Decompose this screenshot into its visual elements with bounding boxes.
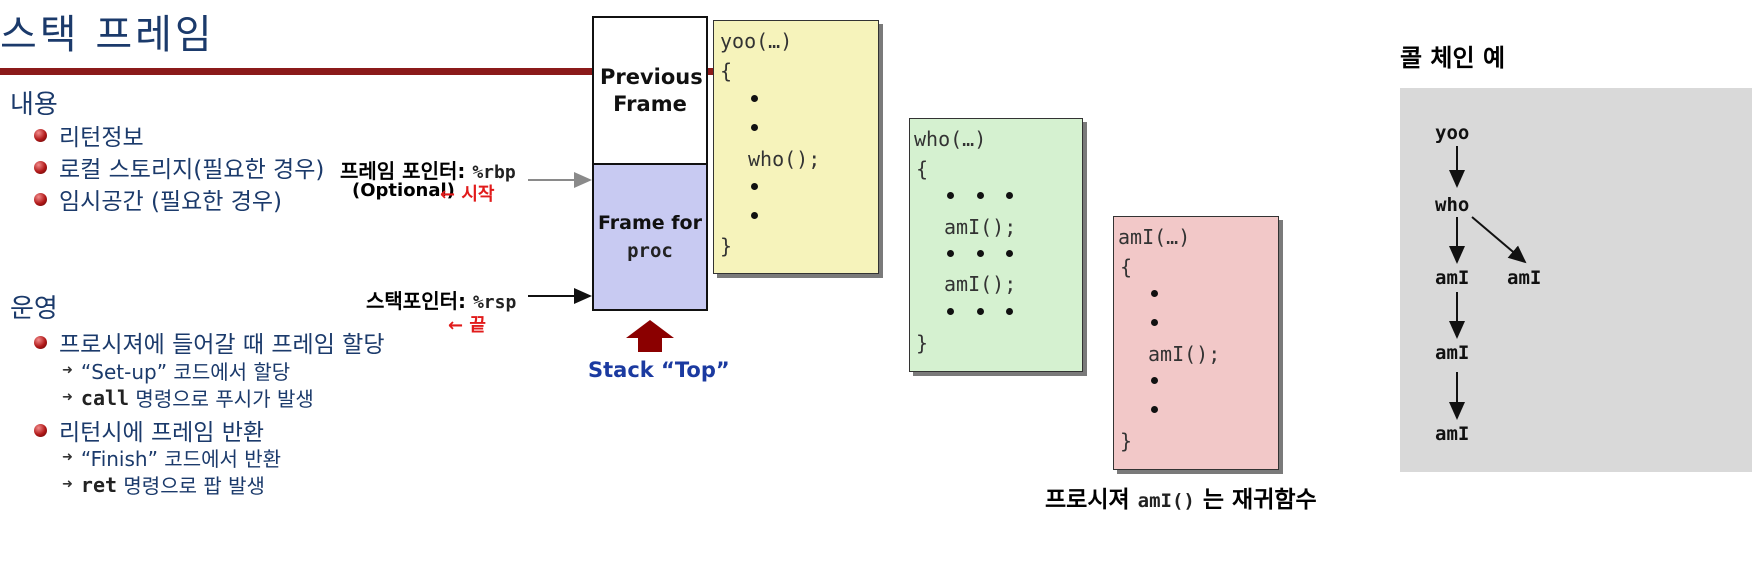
who-close-brace: } xyxy=(916,331,929,355)
ellipsis-dot xyxy=(977,308,984,315)
ellipsis-dot xyxy=(977,192,984,199)
arrow-bullet-icon: ➜ xyxy=(62,363,73,378)
contents-item: 임시공간 (필요한 경우) xyxy=(34,182,282,216)
ellipsis-dot xyxy=(1151,290,1158,297)
ellipsis-dot xyxy=(1151,377,1158,384)
ellipsis-dot xyxy=(977,250,984,257)
stack-pointer-register: %rsp xyxy=(472,292,517,313)
management-item-label: 프로시져에 들어갈 때 프레임 할당 xyxy=(59,332,385,358)
frame-for-label: Frame for xyxy=(598,212,702,234)
management-item-label: 리턴시에 프레임 반환 xyxy=(59,420,265,446)
chain-node-yoo: yoo xyxy=(1435,122,1470,144)
subitem-label: 명령으로 팝 발생 xyxy=(117,474,265,498)
ellipsis-dot xyxy=(1151,406,1158,413)
management-item: 리턴시에 프레임 반환 xyxy=(34,413,264,447)
who-code-block: who(…) { amI(); amI(); } xyxy=(909,118,1083,372)
end-label: ← 끝 xyxy=(448,315,486,336)
contents-item-label: 임시공간 (필요한 경우) xyxy=(59,189,283,215)
yoo-close-brace: } xyxy=(720,234,733,258)
caption-code: amI() xyxy=(1137,490,1195,512)
ellipsis-dot xyxy=(751,212,758,219)
yoo-header: yoo(…) xyxy=(720,29,793,53)
ellipsis-dot xyxy=(947,308,954,315)
who-call-ami: amI(); xyxy=(944,215,1017,239)
ami-open-brace: { xyxy=(1120,255,1133,279)
management-item: 프로시져에 들어갈 때 프레임 할당 xyxy=(34,325,384,359)
ellipsis-dot xyxy=(751,124,758,131)
subitem-label: “Set-up” 코드에서 할당 xyxy=(80,360,291,384)
who-open-brace: { xyxy=(916,157,929,181)
start-label: ← 시작 xyxy=(440,184,495,205)
management-subitem: ➜ ret 명령으로 팝 발생 xyxy=(62,470,265,499)
ami-header: amI(…) xyxy=(1118,225,1191,249)
ellipsis-dot xyxy=(947,192,954,199)
who-header: who(…) xyxy=(914,127,987,151)
frame-pointer-label: 프레임 포인터: %rbp xyxy=(340,155,516,184)
contents-heading: 내용 xyxy=(10,90,58,120)
management-subitem: ➜ call 명령으로 푸시가 발생 xyxy=(62,383,314,412)
ami-call-ami: amI(); xyxy=(1148,342,1221,366)
bullet-icon xyxy=(34,160,47,174)
yoo-open-brace: { xyxy=(720,59,733,83)
management-subitem: ➜ “Set-up” 코드에서 할당 xyxy=(62,356,290,385)
ami-code-block: amI(…) { amI(); } xyxy=(1113,216,1279,470)
ellipsis-dot xyxy=(1006,308,1013,315)
ellipsis-dot xyxy=(1006,192,1013,199)
contents-item-label: 로컬 스토리지(필요한 경우) xyxy=(59,157,325,183)
contents-item-label: 리턴정보 xyxy=(59,125,144,151)
previous-frame: Previous Frame xyxy=(592,16,708,166)
stack-top-arrow-icon xyxy=(626,320,674,352)
bullet-icon xyxy=(34,335,47,349)
subitem-code: call xyxy=(80,385,130,410)
subitem-label: 명령으로 푸시가 발생 xyxy=(129,387,314,411)
ami-close-brace: } xyxy=(1120,429,1133,453)
arrow-bullet-icon: ➜ xyxy=(62,450,73,465)
title-rule xyxy=(0,68,800,75)
stack-pointer-label: 스택포인터: %rsp xyxy=(366,285,516,314)
bullet-icon xyxy=(34,192,47,206)
recursion-caption: 프로시져 amI() 는 재귀함수 xyxy=(1045,480,1317,514)
subitem-label: “Finish” 코드에서 반환 xyxy=(80,447,282,471)
caption-text: 프로시져 xyxy=(1045,487,1138,513)
stack-top-label: Stack “Top” xyxy=(588,358,730,382)
arrow-bullet-icon: ➜ xyxy=(62,390,73,405)
chain-node-ami: amI xyxy=(1435,342,1470,364)
contents-item: 리턴정보 xyxy=(34,118,144,152)
who-call-ami: amI(); xyxy=(944,272,1017,296)
ellipsis-dot xyxy=(947,250,954,257)
frame-pointer-register: %rbp xyxy=(472,162,516,183)
ellipsis-dot xyxy=(1151,319,1158,326)
bullet-icon xyxy=(34,423,47,437)
ellipsis-dot xyxy=(751,183,758,190)
arrow-bullet-icon: ➜ xyxy=(62,477,73,492)
frame-for-proc: Frame for proc xyxy=(592,163,708,311)
page-title: 스택 프레임 xyxy=(0,12,215,58)
yoo-call-who: who(); xyxy=(748,147,821,171)
management-subitem: ➜ “Finish” 코드에서 반환 xyxy=(62,443,281,472)
management-heading: 운영 xyxy=(10,294,58,324)
frame-pointer-text: 프레임 포인터: xyxy=(340,159,466,183)
call-chain-title: 콜 체인 예 xyxy=(1400,44,1506,72)
ellipsis-dot xyxy=(751,95,758,102)
chain-node-who: who xyxy=(1435,194,1470,216)
bullet-icon xyxy=(34,128,47,142)
optional-label: (Optional) xyxy=(352,180,455,201)
stack-pointer-text: 스택포인터: xyxy=(366,289,466,313)
ellipsis-dot xyxy=(1006,250,1013,257)
chain-node-ami: amI xyxy=(1507,267,1542,289)
previous-frame-label: Previous Frame xyxy=(600,65,703,116)
frame-proc-label: proc xyxy=(627,240,673,262)
contents-item: 로컬 스토리지(필요한 경우) xyxy=(34,150,324,184)
yoo-code-block: yoo(…) { who(); } xyxy=(713,20,879,274)
chain-node-ami: amI xyxy=(1435,267,1470,289)
caption-text: 는 재귀함수 xyxy=(1194,487,1317,513)
chain-node-ami: amI xyxy=(1435,423,1470,445)
subitem-code: ret xyxy=(80,472,118,497)
